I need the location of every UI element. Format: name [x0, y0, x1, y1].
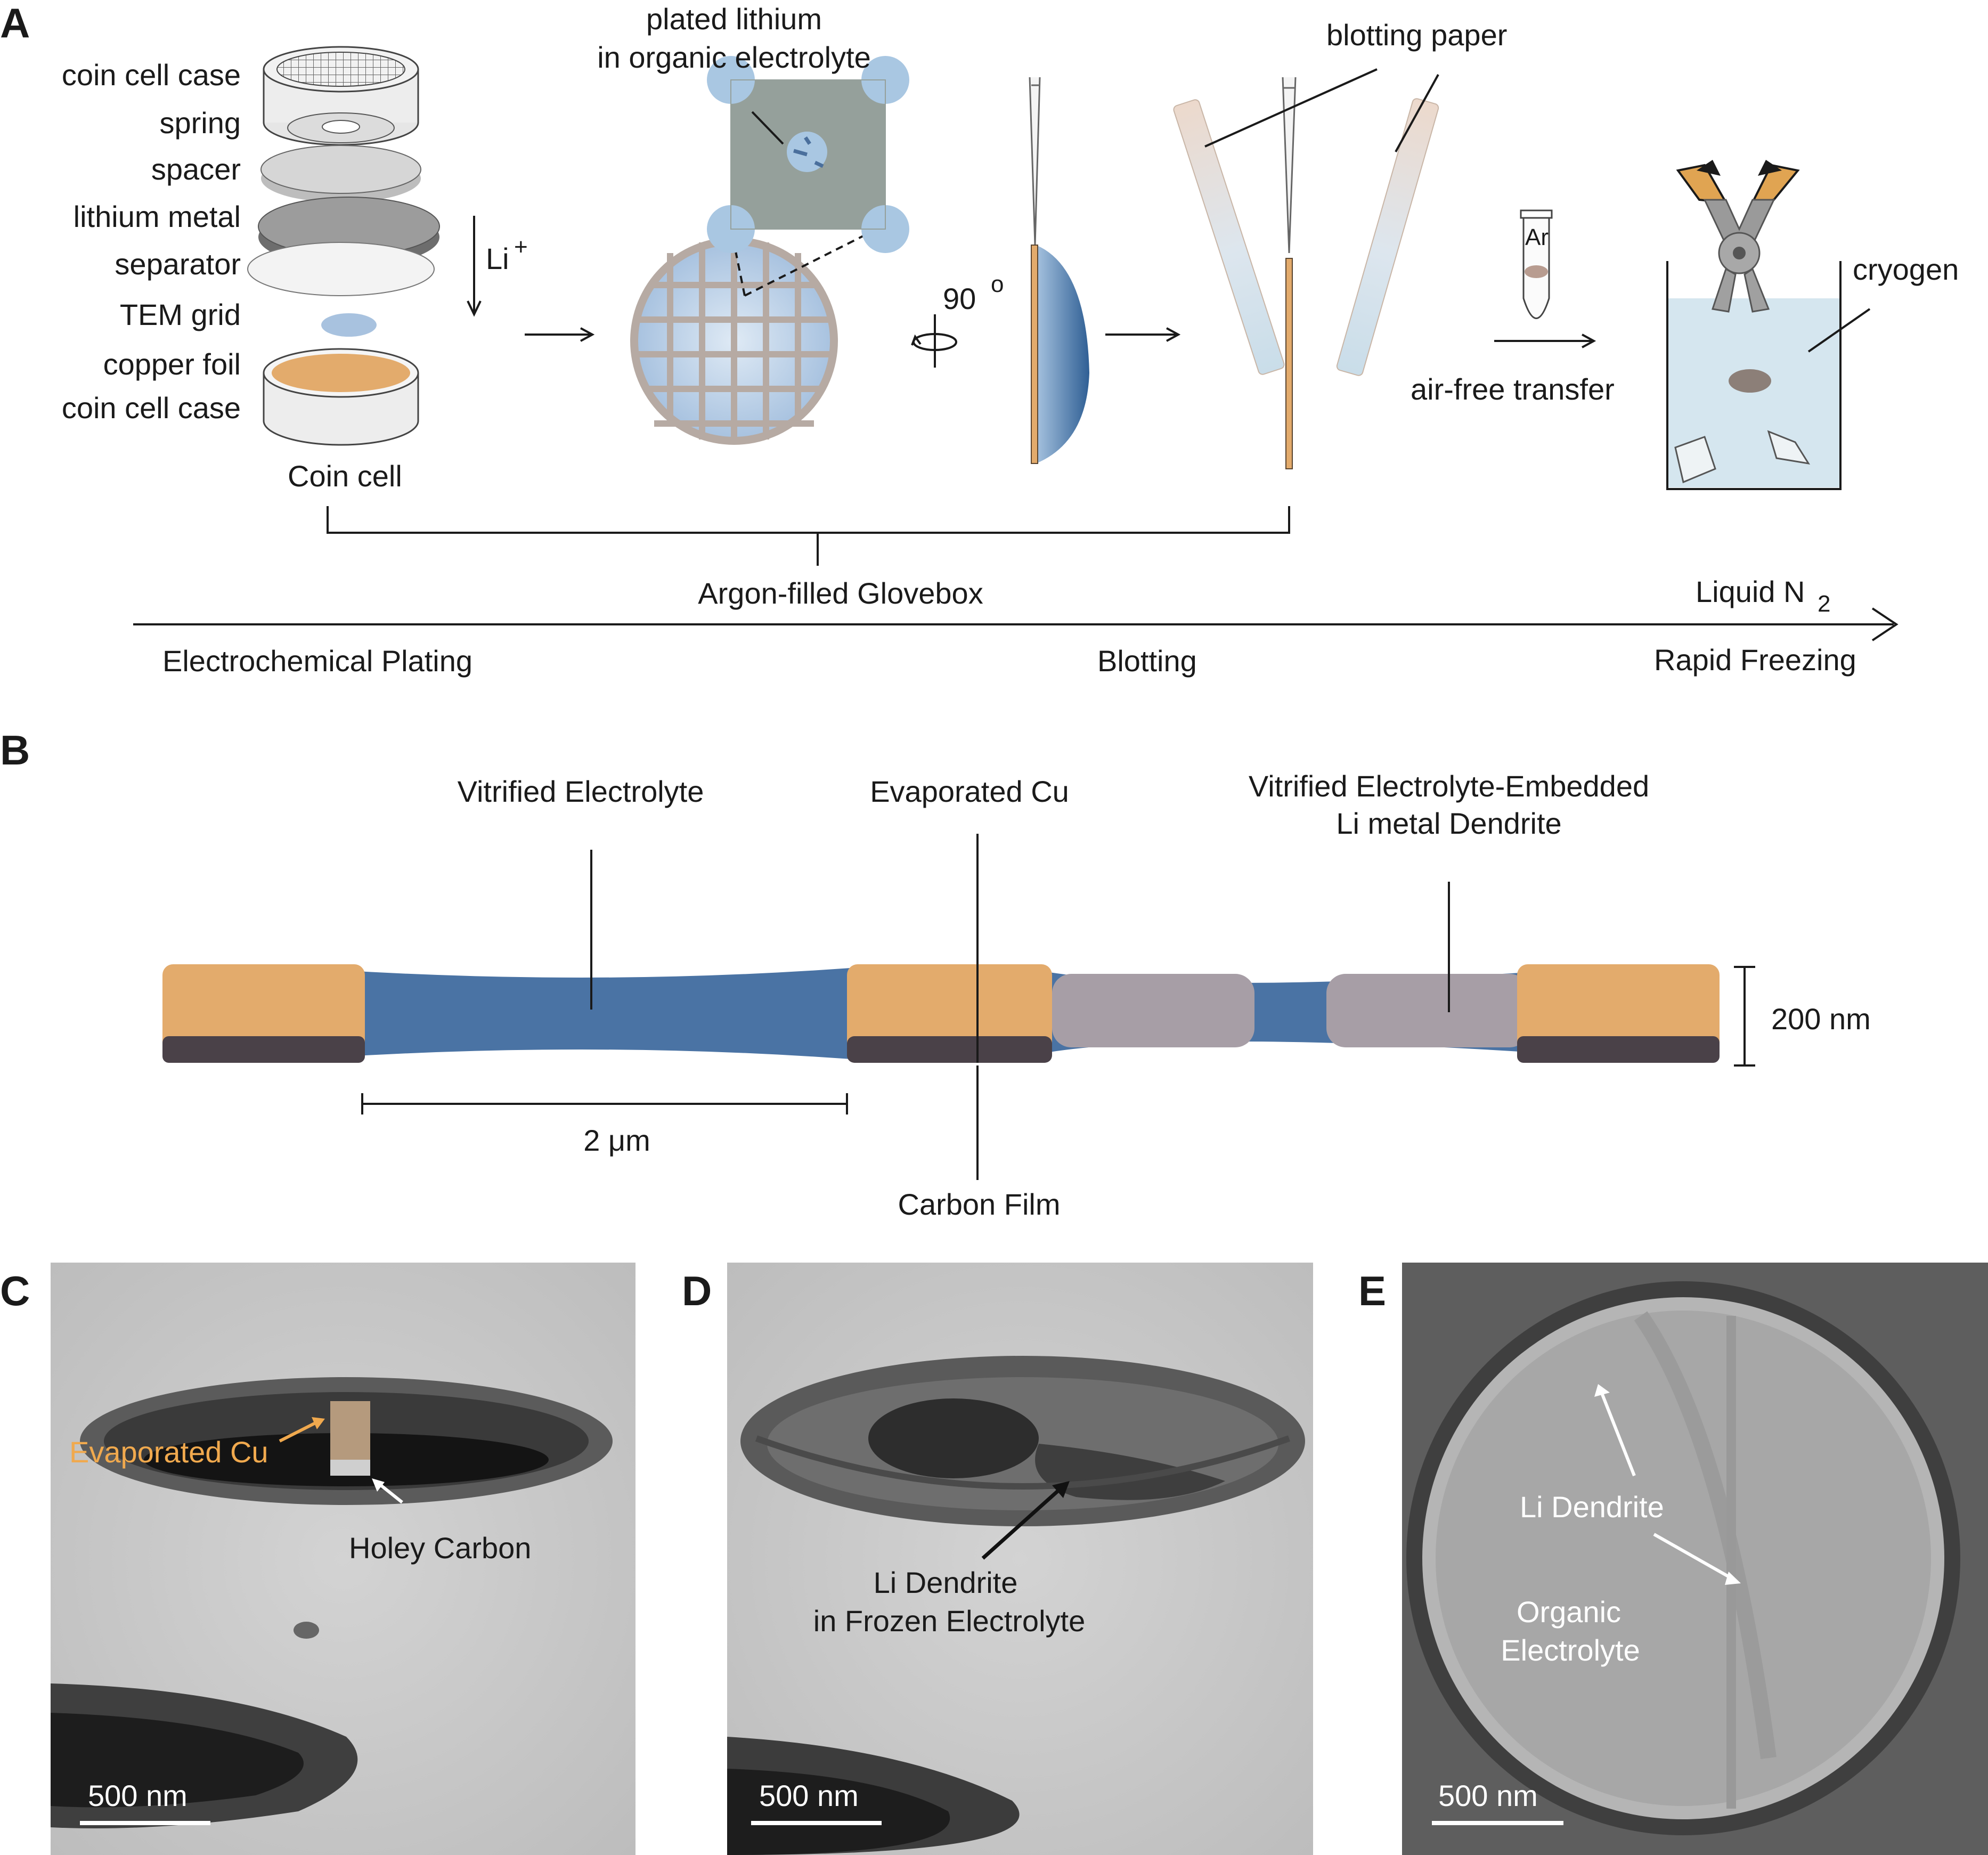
span-scale: 2 μm [361, 1093, 848, 1157]
micrograph-c: Evaporated Cu Holey Carbon 500 nm [51, 1263, 635, 1855]
label-liquid-n2: Liquid N [1696, 575, 1805, 608]
arrow-air-free: air-free transfer [1411, 333, 1615, 406]
panel-label-e: E [1358, 1267, 1386, 1314]
label-evaporated-cu: Evaporated Cu [870, 775, 1069, 808]
label-rotation-90: 90 [943, 282, 976, 315]
label-embedded-line1: Vitrified Electrolyte-Embedded [1249, 769, 1649, 803]
label-c-scale: 500 nm [88, 1779, 188, 1812]
micrograph-d: Li Dendrite in Frozen Electrolyte 500 nm [727, 1263, 1313, 1855]
coin-cell-labels: coin cell case spring spacer lithium met… [62, 58, 402, 493]
label-vitrified-electrolyte: Vitrified Electrolyte [458, 775, 704, 808]
label-d-dendrite-line2: in Frozen Electrolyte [813, 1604, 1085, 1638]
label-li-ion: Li [486, 242, 509, 275]
label-tem-grid: TEM grid [120, 298, 241, 331]
label-rotation-degree: o [991, 271, 1004, 297]
label-d-scale: 500 nm [759, 1779, 859, 1812]
label-liquid-n2-sub: 2 [1818, 591, 1830, 617]
li-ion-arrow: Li + [467, 216, 528, 317]
thickness-bracket: 200 nm [1734, 966, 1871, 1067]
panel-label-b: B [0, 727, 30, 774]
panel-label-d: D [682, 1267, 712, 1314]
label-coin-cell-case-bottom: coin cell case [62, 391, 241, 425]
label-plated-lithium: plated lithium [646, 2, 822, 36]
cross-section-labels: Vitrified Electrolyte Evaporated Cu Vitr… [458, 769, 1649, 1221]
label-d-dendrite-line1: Li Dendrite [874, 1566, 1018, 1599]
arrow-to-grid [525, 327, 595, 342]
argon-vial: Ar [1520, 209, 1553, 319]
cross-section-diagram [162, 964, 1720, 1063]
label-copper-foil: copper foil [103, 347, 241, 381]
label-e-electrolyte: Electrolyte [1501, 1633, 1640, 1667]
label-blotting: Blotting [1097, 644, 1197, 678]
label-in-organic-electrolyte: in organic electrolyte [597, 40, 871, 74]
label-spring: spring [159, 106, 241, 140]
blotting-step: blotting paper [1173, 18, 1507, 469]
process-timeline: Liquid N 2 Electrochemical Plating Blott… [133, 575, 1899, 678]
label-blotting-paper: blotting paper [1326, 18, 1507, 52]
label-span: 2 μm [583, 1124, 650, 1157]
glovebox-bracket: Argon-filled Glovebox [327, 506, 1290, 610]
micrograph-e: Li Dendrite Organic Electrolyte 500 nm [1402, 1263, 1988, 1855]
label-separator: separator [115, 247, 241, 281]
panel-label-c: C [0, 1267, 30, 1314]
tem-grid-top-view [630, 227, 879, 445]
label-c-holey-carbon: Holey Carbon [349, 1531, 531, 1565]
label-cryogen: cryogen [1853, 253, 1959, 286]
label-carbon-film: Carbon Film [898, 1187, 1061, 1221]
cryogen-bath: cryogen [1666, 160, 1959, 490]
label-coin-cell-case-top: coin cell case [62, 58, 241, 92]
label-li-ion-charge: + [514, 234, 528, 260]
label-argon-glovebox: Argon-filled Glovebox [698, 576, 983, 610]
label-spacer: spacer [151, 152, 241, 186]
label-thickness: 200 nm [1771, 1002, 1871, 1036]
grid-side-view [1029, 77, 1089, 464]
label-c-evaporated-cu: Evaporated Cu [69, 1435, 268, 1469]
label-e-organic: Organic [1517, 1595, 1621, 1629]
label-lithium-metal: lithium metal [74, 200, 241, 233]
label-embedded-line2: Li metal Dendrite [1336, 807, 1561, 840]
label-air-free-transfer: air-free transfer [1411, 372, 1615, 406]
panel-label-a: A [0, 0, 30, 46]
label-argon: Ar [1525, 224, 1549, 250]
label-coin-cell: Coin cell [288, 459, 402, 493]
plated-lithium-zoom: plated lithium in organic electrolyte [597, 2, 909, 253]
rotation-90-icon: 90 o [911, 271, 1004, 368]
label-e-dendrite: Li Dendrite [1520, 1490, 1664, 1524]
arrow-to-blot [1105, 327, 1181, 342]
coin-cell-exploded [247, 46, 440, 446]
label-electrochemical-plating: Electrochemical Plating [162, 644, 472, 678]
label-e-scale: 500 nm [1438, 1779, 1538, 1812]
label-rapid-freezing: Rapid Freezing [1654, 643, 1856, 677]
